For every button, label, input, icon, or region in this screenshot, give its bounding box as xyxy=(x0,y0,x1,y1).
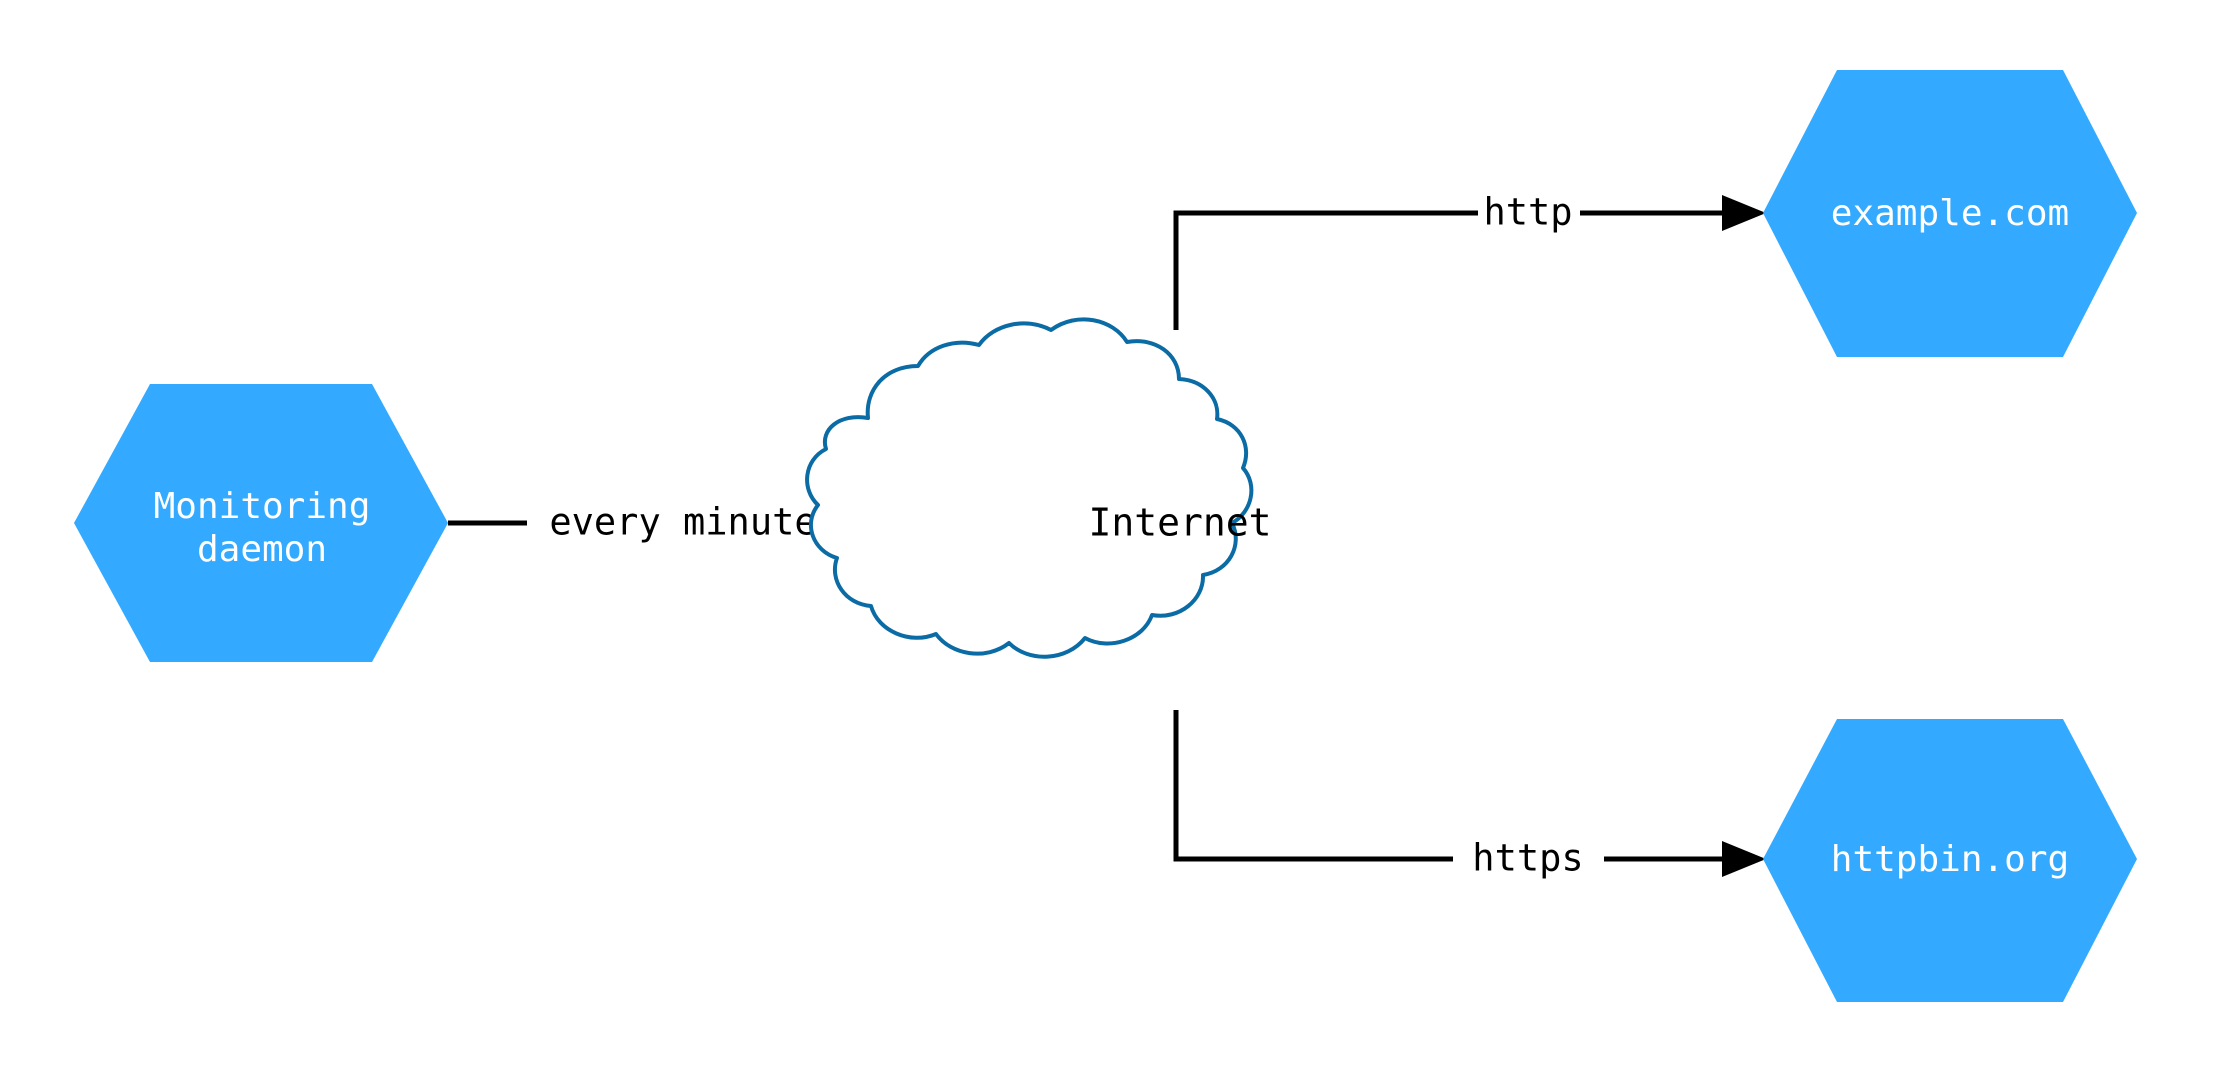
edge-internet-to-httpbin-elbow xyxy=(1173,710,1453,862)
edge-internet-to-example-elbow xyxy=(1173,210,1478,330)
edge-label-https: https xyxy=(1472,837,1583,880)
node-monitoring-daemon-label-line2: daemon xyxy=(197,529,327,570)
edge-label-every-minute: every minute xyxy=(549,501,816,544)
node-internet[interactable]: Internet xyxy=(805,317,1272,659)
edge-label-http: http xyxy=(1483,191,1572,234)
node-httpbin-org-hexagon[interactable] xyxy=(1763,719,2137,1002)
node-httpbin-org-label: httpbin.org xyxy=(1831,839,2069,880)
node-internet-cloud-shape[interactable] xyxy=(805,317,1254,659)
edge-internet-to-example-arrowhead xyxy=(1722,195,1766,231)
node-example-com-hexagon[interactable] xyxy=(1763,70,2137,357)
node-example-com-label: example.com xyxy=(1831,193,2069,234)
node-internet-label: Internet xyxy=(1088,501,1271,545)
edge-internet-to-httpbin: https xyxy=(1173,710,1766,880)
node-monitoring-daemon[interactable]: Monitoring daemon xyxy=(74,384,448,662)
node-example-com[interactable]: example.com xyxy=(1763,70,2137,357)
node-httpbin-org[interactable]: httpbin.org xyxy=(1763,719,2137,1002)
edge-internet-to-httpbin-arrowhead xyxy=(1722,841,1766,877)
node-monitoring-daemon-hexagon[interactable] xyxy=(74,384,448,662)
edge-internet-to-example: http xyxy=(1173,191,1766,330)
node-monitoring-daemon-label-line1: Monitoring xyxy=(154,486,371,527)
